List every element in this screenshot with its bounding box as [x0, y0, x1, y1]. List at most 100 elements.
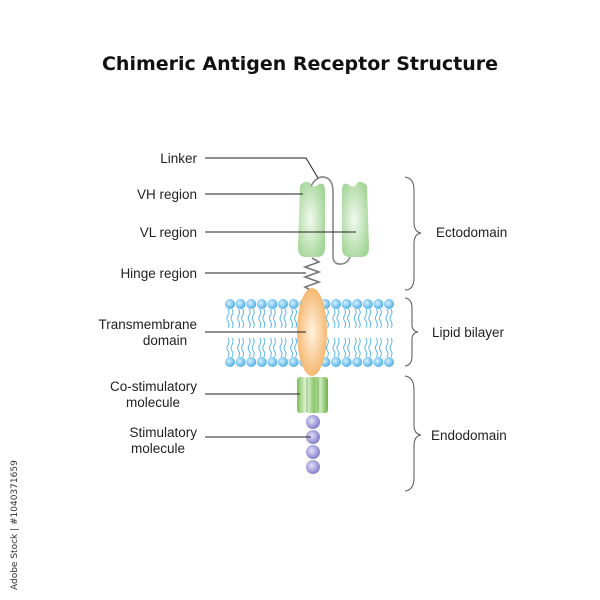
lipid-tail: [262, 308, 266, 329]
lipid-tail: [294, 337, 298, 358]
lipid-tail: [272, 308, 276, 329]
lipid-tail: [283, 308, 287, 329]
watermark-text: Adobe Stock | #1040371659: [10, 460, 20, 590]
lipid-tail: [247, 308, 251, 329]
vl-region: [342, 181, 369, 257]
lipid-tail: [279, 308, 283, 329]
lipid-head: [256, 299, 267, 309]
lipid-head: [362, 299, 373, 309]
label-linker: Linker: [160, 151, 197, 166]
lipid-tail: [290, 308, 294, 329]
lipid-tail: [385, 337, 389, 358]
lipid-tail: [378, 337, 382, 358]
lipid-tail: [353, 308, 357, 329]
stimulatory-molecule: [306, 415, 320, 474]
lipid-tail: [262, 337, 266, 358]
stimulatory-bead: [306, 445, 320, 459]
lipid-tail: [226, 308, 230, 329]
lipid-head: [225, 299, 235, 309]
lipid-tail: [374, 337, 378, 358]
lipid-tail: [389, 308, 393, 329]
lipid-head: [288, 357, 299, 367]
lipid-head: [341, 299, 352, 309]
lipid-tail: [368, 337, 372, 358]
costimulatory-molecule: [297, 377, 328, 413]
lipid-head: [225, 357, 235, 367]
label-endodomain: Endodomain: [431, 428, 507, 443]
label-ectodomain: Ectodomain: [436, 225, 507, 240]
stimulatory-bead: [306, 430, 320, 444]
lipid-tail: [272, 337, 276, 358]
lipid-tail: [230, 337, 234, 358]
stimulatory-bead: [306, 460, 320, 474]
lipid-tail: [325, 308, 329, 329]
leader-linker: [205, 157, 319, 179]
lipid-tail: [364, 308, 368, 329]
lipid-tail: [294, 308, 298, 329]
lipid-tail: [251, 308, 255, 329]
lipid-tail: [364, 337, 368, 358]
lipid-head: [267, 299, 278, 309]
lipid-tail: [374, 308, 378, 329]
lipid-tail: [347, 308, 351, 329]
lipid-head: [331, 299, 341, 309]
braces: [404, 176, 422, 492]
lipid-head: [278, 299, 288, 309]
lipid-tail: [378, 308, 382, 329]
lipid-tail: [357, 308, 361, 329]
lipid-tail: [258, 308, 262, 329]
stimulatory-bead: [306, 415, 320, 429]
lipid-tail: [241, 337, 245, 358]
brace-lipid-bilayer: [404, 297, 419, 367]
label-stimulatory-2: molecule: [131, 441, 185, 456]
label-costimulatory-2: molecule: [126, 395, 180, 410]
lipid-head: [288, 299, 299, 309]
label-vh-region: VH region: [137, 187, 197, 202]
lipid-tail: [237, 308, 241, 329]
lipid-tail: [237, 337, 241, 358]
label-lipid-bilayer: Lipid bilayer: [432, 325, 505, 340]
lipid-tail: [332, 337, 336, 358]
lipid-tail: [336, 337, 340, 358]
lipid-head: [246, 357, 257, 367]
lipid-tail: [353, 337, 357, 358]
lipid-head: [352, 299, 363, 309]
lipid-tail: [325, 337, 329, 358]
lipid-tail: [332, 308, 336, 329]
vh-region: [298, 181, 325, 257]
lipid-tail: [385, 308, 389, 329]
lipid-tail: [290, 337, 294, 358]
lipid-head: [384, 357, 394, 367]
lipid-head: [235, 357, 246, 367]
lipid-head: [278, 357, 288, 367]
diagram-title: Chimeric Antigen Receptor Structure: [102, 53, 498, 75]
label-stimulatory-1: Stimulatory: [129, 425, 197, 440]
lipid-tail: [268, 308, 272, 329]
lipid-head: [256, 357, 267, 367]
label-vl-region: VL region: [140, 225, 197, 240]
label-transmembrane-2: domain: [143, 333, 187, 348]
hinge-region: [302, 257, 322, 292]
transmembrane-domain: [297, 288, 327, 376]
lipid-tail: [241, 308, 245, 329]
label-hinge-region: Hinge region: [120, 266, 197, 281]
lipid-tail: [389, 337, 393, 358]
lipid-tail: [258, 337, 262, 358]
lipid-head: [235, 299, 246, 309]
lipid-head: [267, 357, 278, 367]
lipid-head: [341, 357, 352, 367]
lipid-tail: [357, 337, 361, 358]
brace-ectodomain: [404, 176, 422, 291]
lipid-tail: [347, 337, 351, 358]
lipid-tail: [247, 337, 251, 358]
label-costimulatory-1: Co-stimulatory: [110, 379, 197, 394]
lipid-tail: [368, 308, 372, 329]
lipid-head: [352, 357, 363, 367]
lipid-head: [384, 299, 394, 309]
brace-endodomain: [404, 375, 422, 492]
leader-lines: [205, 157, 356, 438]
label-transmembrane-1: Transmembrane: [98, 317, 197, 332]
lipid-tail: [343, 308, 347, 329]
